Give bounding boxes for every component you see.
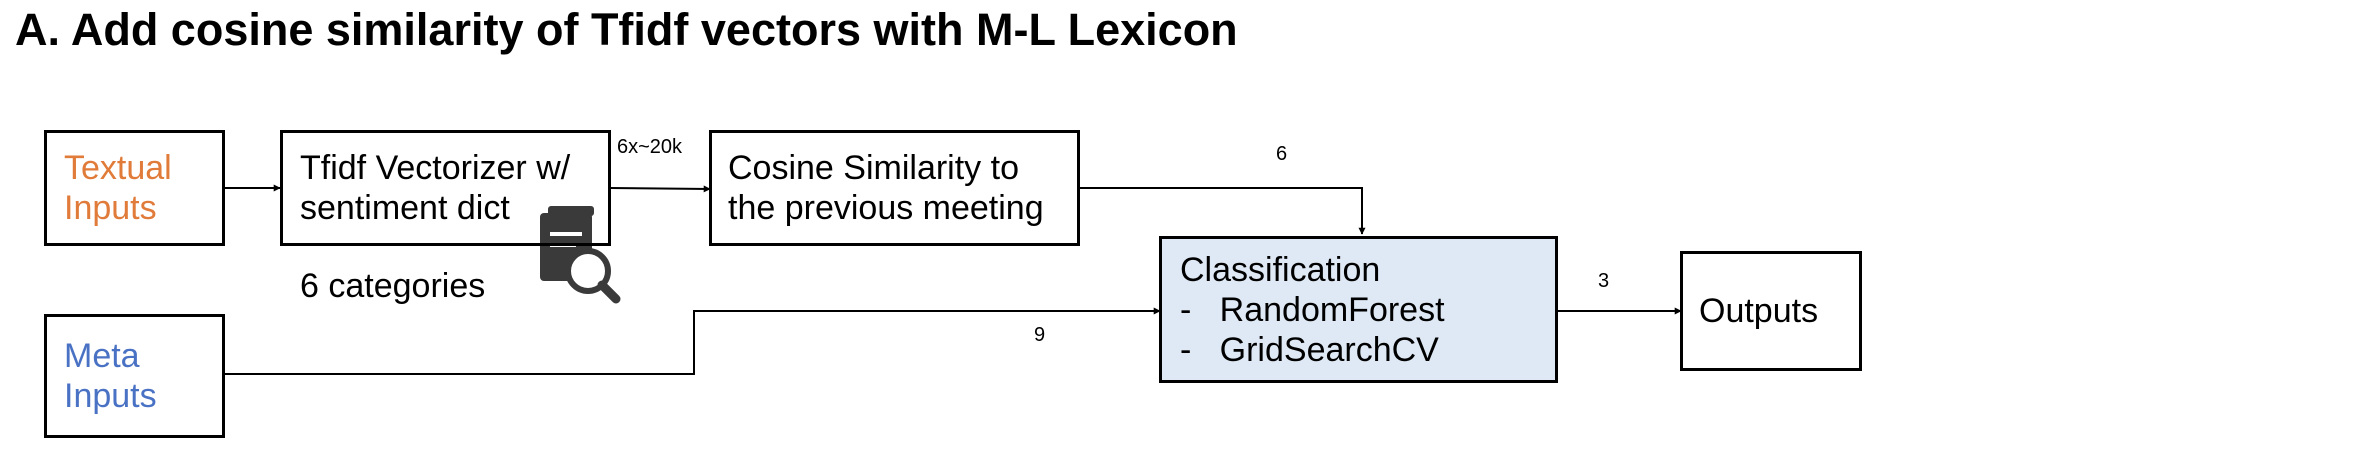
meta-inputs-line2: Inputs	[64, 377, 157, 415]
cosine-line1: Cosine Similarity to	[728, 149, 1019, 187]
classification-item-gridsearchcv: - GridSearchCV	[1180, 331, 1439, 369]
edge-label-classification-to-outputs: 3	[1598, 270, 1610, 292]
cosine-similarity-node	[709, 130, 1080, 246]
categories-note: 6 categories	[300, 267, 486, 305]
textual-inputs-line1: Textual	[64, 149, 172, 187]
edge-meta-to-classification	[224, 307, 1161, 375]
outputs-label: Outputs	[1699, 292, 1819, 330]
tfidf-line1: Tfidf Vectorizer w/	[300, 149, 571, 187]
diagram-title: A. Add cosine similarity of Tfidf vector…	[15, 4, 1238, 55]
classification-title: Classification	[1180, 251, 1381, 289]
edge-label-meta-to-classification: 9	[1034, 324, 1046, 346]
tfidf-vectorizer-node	[280, 130, 611, 246]
textual-inputs-node	[44, 130, 225, 246]
edge-tfidf-to-cosine	[609, 185, 711, 193]
edge-cosine-to-classification	[1080, 187, 1366, 235]
meta-inputs-node	[44, 314, 225, 438]
edge-label-tfidf-to-cosine: 6x~20k	[617, 136, 683, 158]
textual-inputs-line2: Inputs	[64, 189, 157, 227]
edge-label-cosine-to-classification: 6	[1276, 143, 1288, 165]
outputs-node	[1680, 251, 1862, 371]
cosine-line2: the previous meeting	[728, 189, 1044, 227]
meta-inputs-line1: Meta	[64, 337, 140, 375]
tfidf-line2: sentiment dict	[300, 189, 510, 227]
classification-item-randomforest: - RandomForest	[1180, 291, 1445, 329]
classification-node	[1159, 236, 1558, 383]
